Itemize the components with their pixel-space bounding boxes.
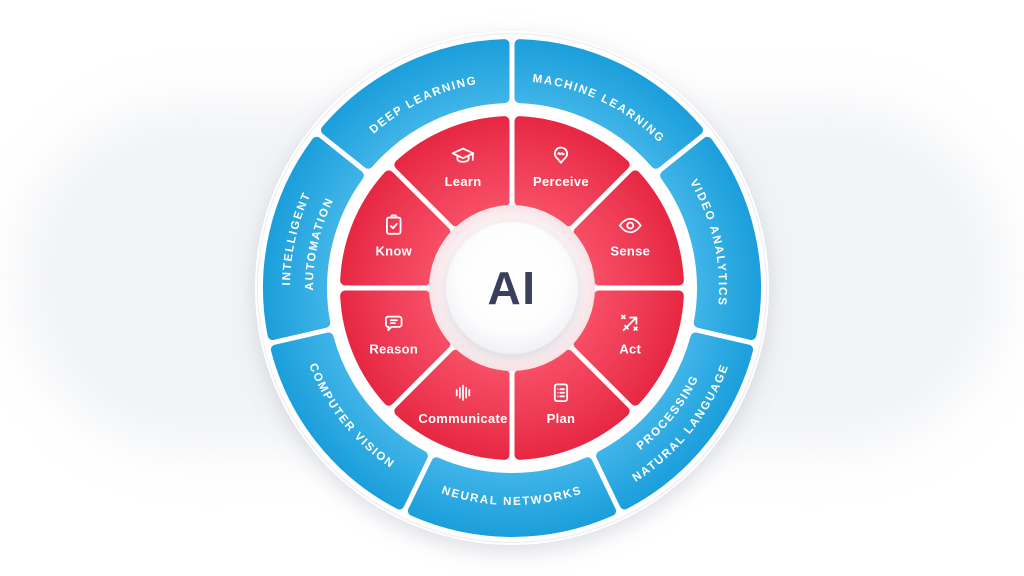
outer-segment-machine-learning xyxy=(514,39,703,169)
chat-bubble-icon xyxy=(385,315,403,332)
inner-segment-label: Know xyxy=(375,244,412,259)
center-circle xyxy=(446,222,578,354)
inner-segment-label: Perceive xyxy=(533,174,589,189)
outer-segment-intelligent-automation xyxy=(263,136,364,340)
inner-segment-label: Plan xyxy=(547,411,576,426)
inner-segment-perceive xyxy=(514,116,630,227)
inner-segment-label: Reason xyxy=(369,341,418,356)
inner-segment-label: Communicate xyxy=(418,411,507,426)
outer-segment-deep-learning xyxy=(321,39,510,169)
inner-segment-communicate xyxy=(394,349,510,460)
inner-segment-learn xyxy=(394,116,510,227)
inner-segment-know xyxy=(340,170,451,286)
tactics-arrow-icon xyxy=(621,314,638,332)
inner-segment-label: Sense xyxy=(610,244,650,259)
graduation-cap-icon xyxy=(451,147,475,163)
checklist-doc-icon xyxy=(553,383,569,403)
outer-segment-video-analytics xyxy=(660,136,761,340)
inner-segment-label: Act xyxy=(619,341,641,356)
inner-segment-reason xyxy=(340,290,451,406)
center-title: AI xyxy=(488,262,537,314)
clipboard-check-icon xyxy=(386,214,402,235)
outer-segment-neural-networks xyxy=(407,457,617,538)
soundwave-icon xyxy=(455,384,471,401)
wheel-rim xyxy=(256,32,768,544)
inner-segment-label: Learn xyxy=(445,174,482,189)
eye-icon xyxy=(618,217,642,234)
outer-segment-natural-language-processing xyxy=(596,332,754,510)
inner-segment-act xyxy=(573,290,684,406)
outer-segment-computer-vision xyxy=(270,332,428,510)
inner-segment-plan xyxy=(514,349,630,460)
mind-bulb-icon xyxy=(553,146,569,164)
